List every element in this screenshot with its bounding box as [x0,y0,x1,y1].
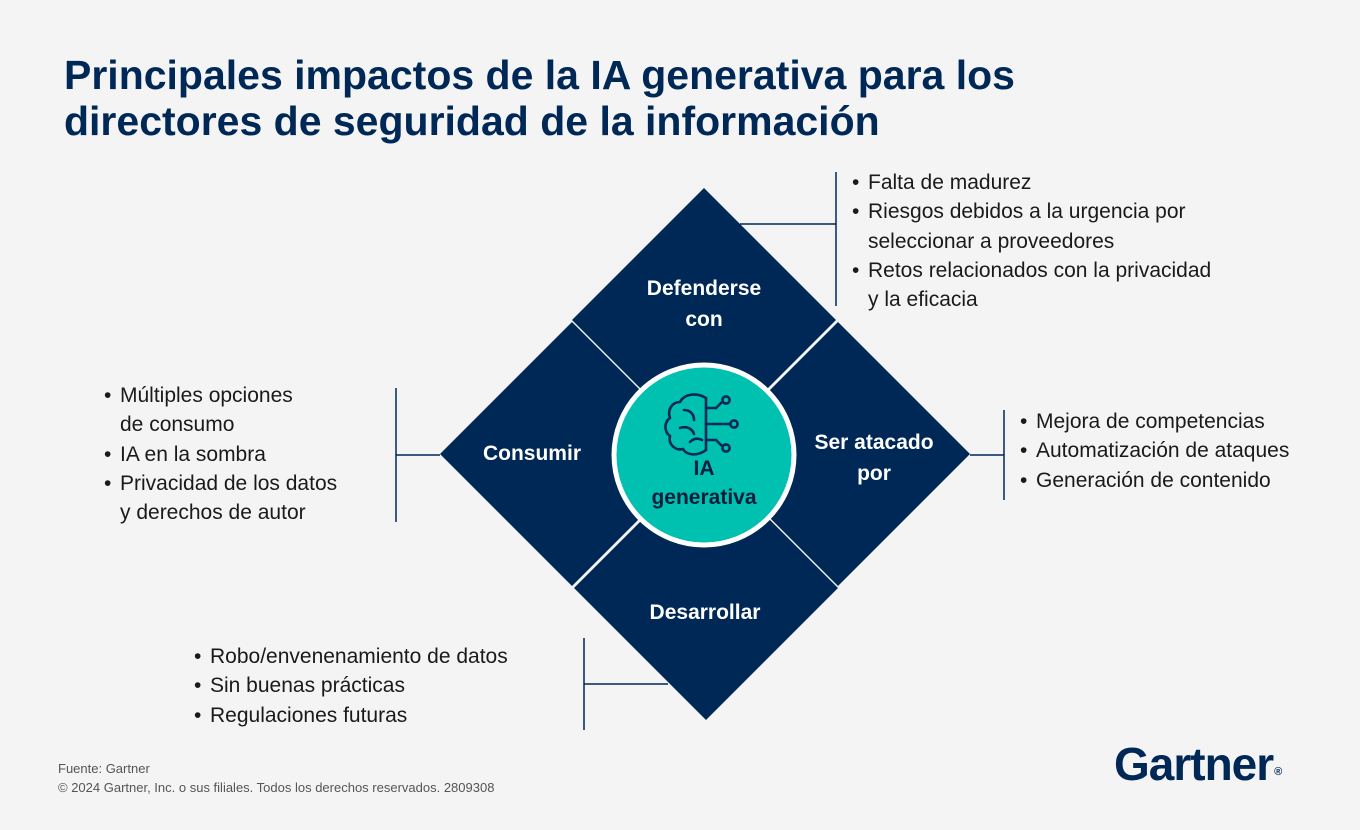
list-item: Mejora de competencias [1020,407,1350,437]
quadrant-label-top-line-1: Defenderse [646,277,762,300]
list-item-continuation: y derechos de autor [104,498,394,527]
list-item: Generación de contenido [1020,466,1350,496]
quadrant-top [572,188,836,452]
list-develop: Robo/envenenamiento de datos Sin buenas … [194,642,574,730]
quadrant-label-top: Defenderse con [604,273,804,335]
quadrant-label-bottom-line-1: Desarrollar [649,601,761,624]
quadrant-label-left: Consumir [462,438,602,469]
list-item: Retos relacionados con la privacidad [852,256,1282,286]
quadrant-label-top-line-2: con [685,308,723,331]
list-consume: Múltiples opciones de consumo IA en la s… [104,381,394,527]
brain-circuit-icon [664,393,739,456]
quadrant-label-bottom: Desarrollar [605,597,805,628]
quadrant-left [440,322,704,586]
list-item: Regulaciones futuras [194,701,574,731]
quadrant-label-right: Ser atacado por [792,427,956,489]
gartner-logo-text: Gartner [1114,738,1274,790]
gartner-logo: Gartner® [1114,737,1282,791]
quadrant-label-right-line-1: Ser atacado [814,431,934,454]
footer: Fuente: Gartner © 2024 Gartner, Inc. o s… [58,759,494,797]
list-item: Privacidad de los datos [104,469,394,499]
center-label-line-2: generativa [651,486,757,509]
list-item-continuation: y la eficacia [852,285,1282,314]
center-label-line-1: IA [693,457,715,480]
list-item: Automatización de ataques [1020,436,1350,466]
quadrant-label-left-line-1: Consumir [482,442,581,465]
footer-copyright: © 2024 Gartner, Inc. o sus filiales. Tod… [58,780,495,795]
list-defend: Falta de madurez Riesgos debidos a la ur… [852,168,1282,314]
quadrant-label-right-line-2: por [857,462,891,485]
list-item: IA en la sombra [104,440,394,470]
list-attacked: Mejora de competencias Automatización de… [1020,407,1350,495]
quadrant-bottom [574,456,838,720]
center-label: IA generativa [624,454,784,512]
footer-source: Fuente: Gartner [58,761,150,776]
registered-mark: ® [1274,766,1283,778]
list-item: Sin buenas prácticas [194,671,574,701]
list-item: Riesgos debidos a la urgencia por [852,197,1282,227]
quadrant-right [706,322,970,586]
list-item-text: y derechos de autor [120,501,306,525]
list-item-text: seleccionar a proveedores [868,229,1115,253]
page-title: Principales impactos de la IA generativa… [64,52,1214,144]
list-item: Falta de madurez [852,168,1282,198]
page-title-line-1: Principales impactos de la IA generativa… [64,52,1015,98]
list-item-text: y la eficacia [868,288,978,312]
list-item: Robo/envenenamiento de datos [194,642,574,672]
connectors [395,172,1005,730]
page-title-line-2: directores de seguridad de la informació… [64,98,880,144]
list-item: Múltiples opciones [104,381,394,411]
center-circle [611,362,797,548]
list-item-continuation: de consumo [104,410,394,439]
list-item-text: de consumo [120,413,235,437]
list-item-continuation: seleccionar a proveedores [852,227,1282,256]
